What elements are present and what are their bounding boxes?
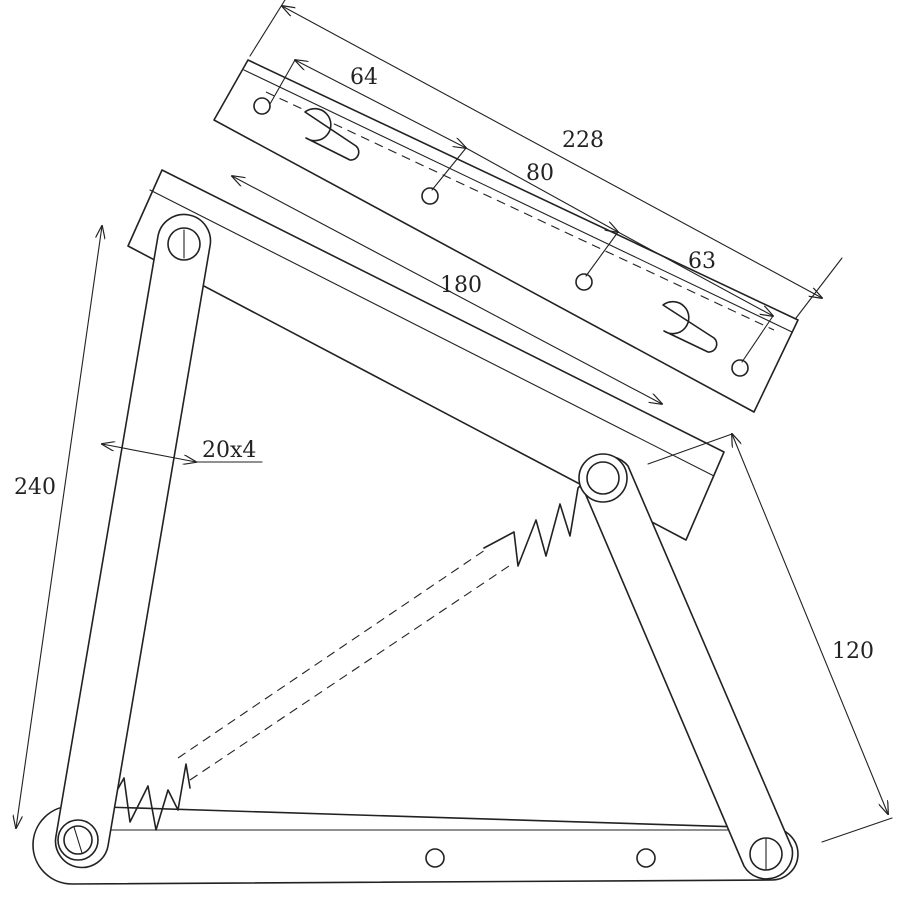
extension-line [821,817,893,843]
dimension-line-64 [295,60,466,148]
dimension-label-63: 63 [688,249,716,274]
spring-coil-upper [483,475,591,567]
spring-dashed-line-upper [177,547,489,759]
dimension-line-240 [16,226,102,828]
spring [105,475,591,831]
dimension-label-64: 64 [350,65,378,90]
dimension-line-228 [282,6,822,298]
extension-line [249,0,286,57]
plate-hole-1 [253,97,271,115]
dimension-label-180: 180 [440,273,482,298]
dimension-228 [249,0,843,319]
spring-coil-lower [105,763,191,831]
extension-line [269,59,296,105]
base-hole-1 [425,848,445,868]
plate-hole-2 [421,187,439,205]
plate-keyhole-slot-right [662,300,718,353]
dimension-label-240: 240 [14,475,56,500]
base-bar [32,805,799,885]
dimension-20x4 [102,444,263,462]
spring-dashed-line-lower [189,563,513,781]
dimension-label-228: 228 [562,128,604,153]
leader-line-20x4 [102,444,196,462]
base-bar-body [32,805,799,885]
right-arm-top-pivot [586,461,620,495]
dimension-label-120: 120 [832,639,874,664]
extension-line [741,315,774,363]
dimension-label-80: 80 [526,161,554,186]
plate-hole-4 [731,359,749,377]
dimension-120 [647,433,893,843]
dimension-line-180 [232,176,662,404]
left-arm-bottom-pivot-slot [73,826,83,854]
dimension-240 [16,226,102,828]
base-hole-2 [636,848,656,868]
dimension-180 [232,176,662,404]
extension-line [647,433,733,465]
dimension-line-120 [732,434,888,814]
plate-hole-3 [575,273,593,291]
dimension-label-20x4: 20x4 [202,438,256,463]
